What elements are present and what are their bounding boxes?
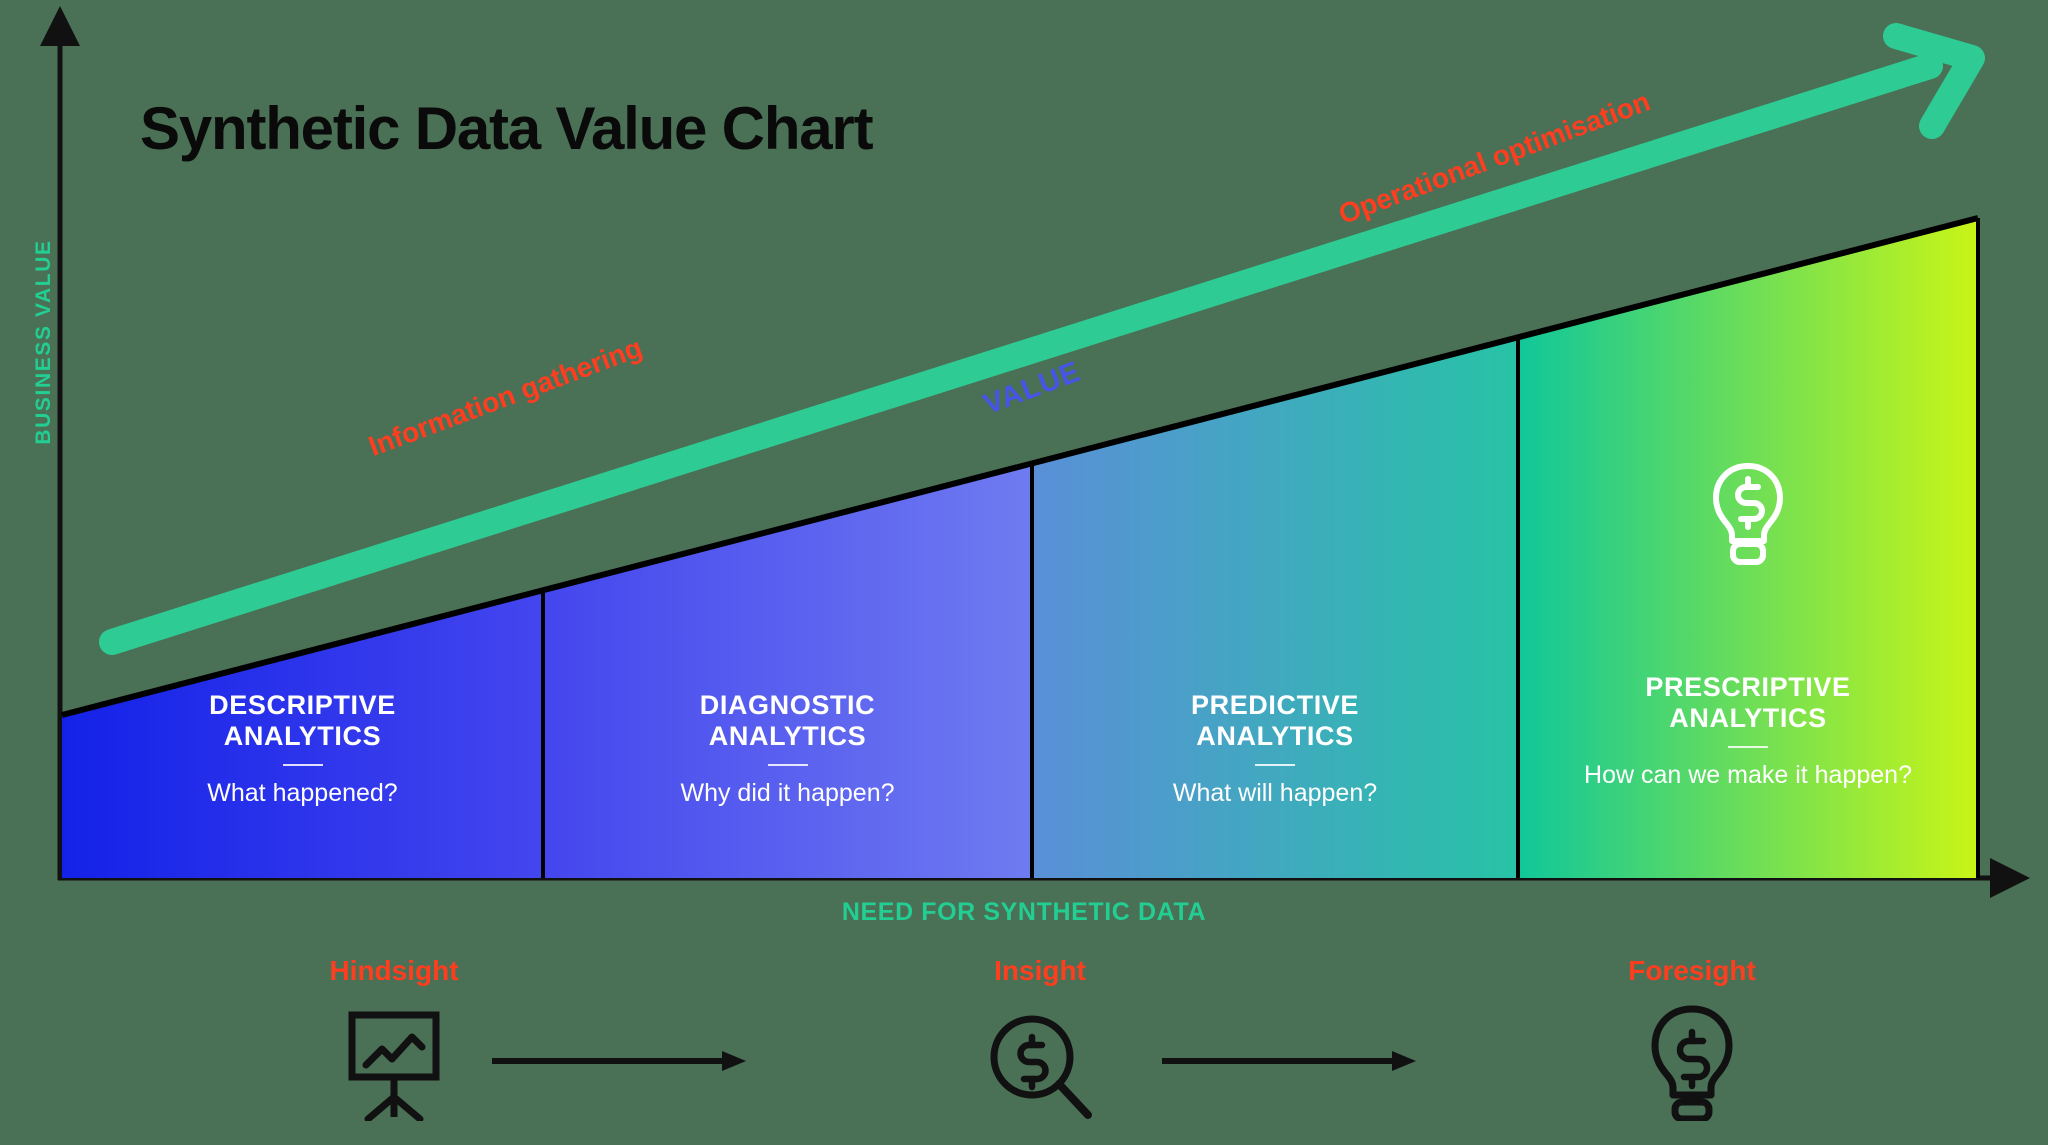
segment-question: What will happen? (1172, 779, 1378, 807)
lightbulb-dollar-icon (1651, 1005, 1733, 1121)
segment-question: How can we make it happen? (1584, 761, 1912, 789)
journey-step-insight[interactable]: Insight (920, 955, 1160, 1121)
journey-arrow-2 (1162, 1051, 1416, 1071)
segment-divider-rule (1255, 764, 1295, 766)
journey-arrow-1 (492, 1051, 746, 1071)
segment-question: What happened? (207, 779, 398, 807)
lightbulb-dollar-icon (1713, 463, 1783, 565)
journey-step-label: Foresight (1628, 955, 1756, 986)
segment-divider-rule (1728, 746, 1768, 748)
journey-step-foresight[interactable]: Foresight (1572, 955, 1812, 1121)
journey-step-label: Insight (994, 955, 1086, 986)
segment-divider-rule (767, 764, 808, 766)
journey-step-hindsight[interactable]: Hindsight (274, 955, 514, 1121)
segment-question: Why did it happen? (680, 779, 895, 807)
magnifier-dollar-icon (990, 1015, 1092, 1119)
segment-divider-rule (282, 764, 323, 766)
x-axis-label: NEED FOR SYNTHETIC DATA (841, 898, 1207, 926)
presentation-chart-icon (348, 1011, 440, 1121)
journey-step-label: Hindsight (329, 955, 459, 986)
analytics-journey-row: Hindsight Insight (0, 955, 2048, 1145)
